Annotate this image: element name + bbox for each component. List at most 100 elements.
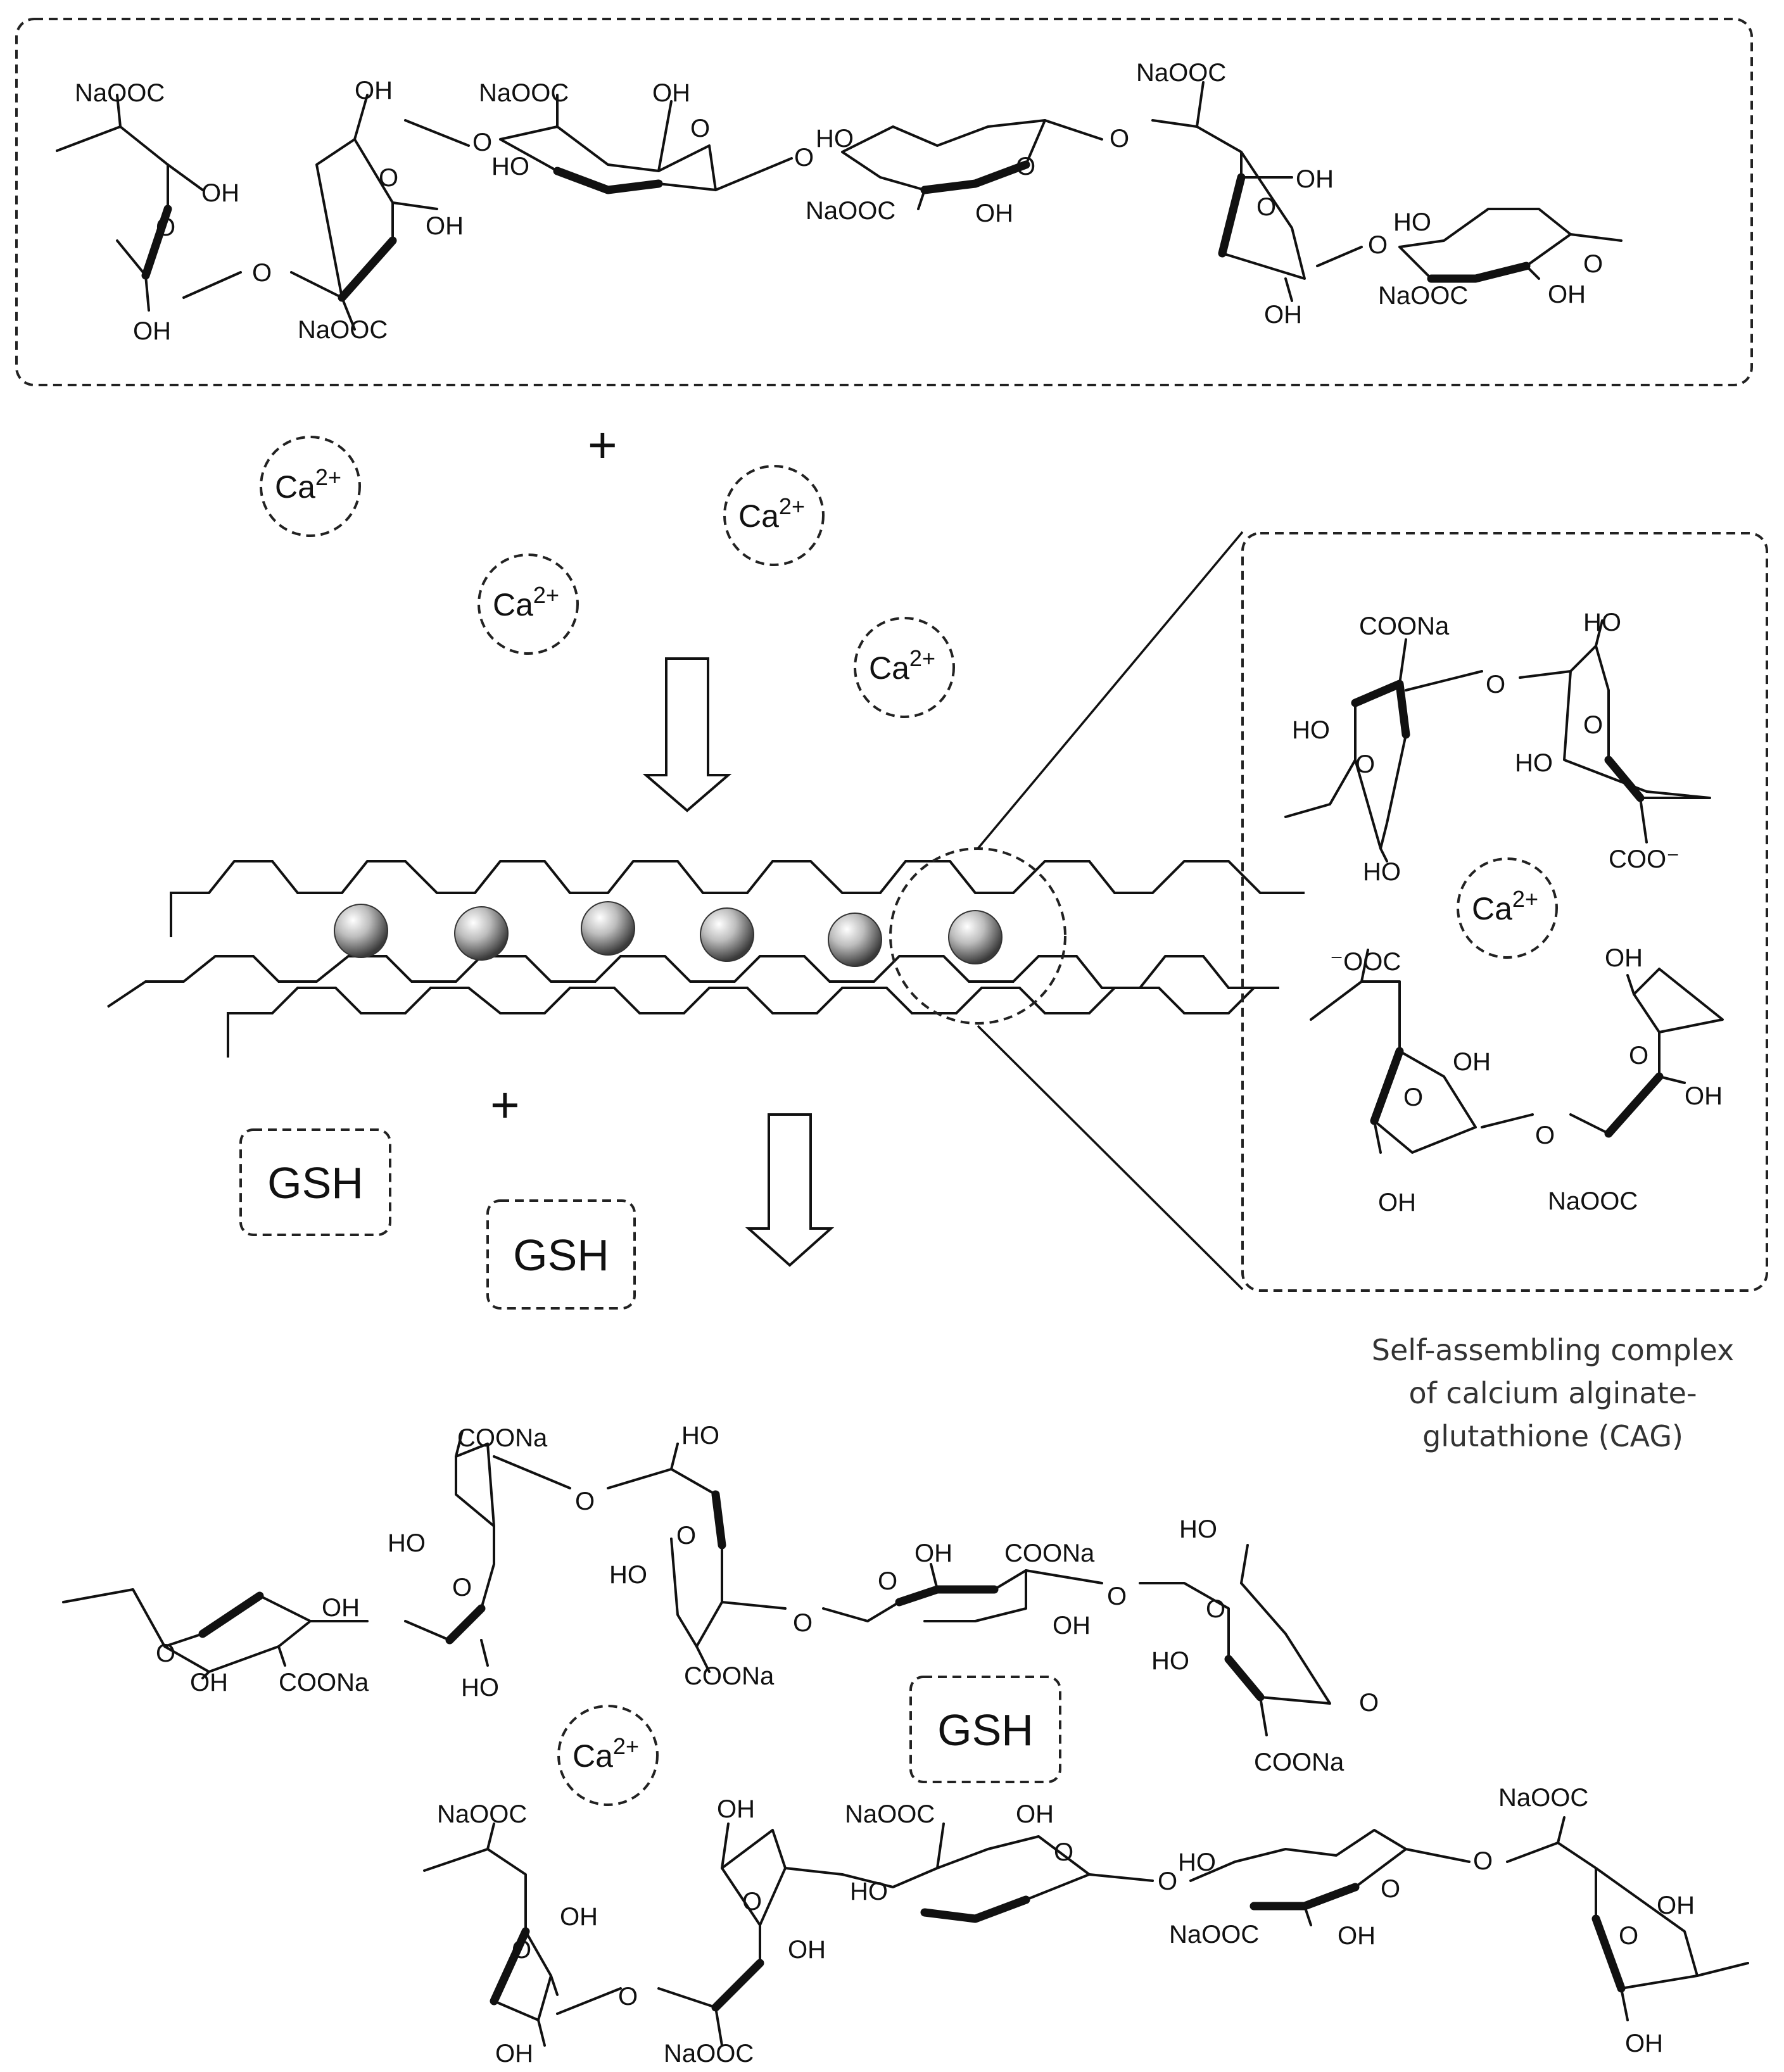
gsh-box-1: GSH: [239, 1128, 391, 1236]
ca-ion-3-ring: [478, 553, 579, 655]
ca-ball-5: [828, 913, 882, 967]
ca-ball-2: [454, 906, 509, 961]
inset-ca-ion: Ca2+: [1457, 857, 1558, 959]
inset-minus-ooc: ⁻OOC: [1330, 948, 1401, 976]
inset-oh-4: OH: [1685, 1082, 1723, 1110]
gsh-label-3: GSH: [937, 1705, 1034, 1755]
inset-o-3: O: [1403, 1083, 1423, 1111]
ca-ball-4: [700, 907, 754, 962]
bot-o-link-1: O: [575, 1488, 595, 1515]
top-oh-5: OH: [652, 79, 690, 107]
top-ho-1: HO: [491, 153, 529, 180]
svg-text:Ca2+: Ca2+: [1472, 886, 1538, 926]
top-o-4: O: [1016, 153, 1035, 180]
low-o-3: O: [1054, 1838, 1073, 1866]
top-naooc-3: NaOOC: [479, 79, 569, 107]
low-oh-8: OH: [1625, 2030, 1663, 2057]
low-o-link-3: O: [1473, 1847, 1493, 1875]
low-naooc-1: NaOOC: [437, 1800, 527, 1828]
bot-coona-4: COONa: [1254, 1748, 1344, 1776]
top-naooc-5: NaOOC: [1136, 59, 1226, 87]
inset-oh-2: OH: [1378, 1189, 1416, 1216]
top-oh-9: OH: [1548, 281, 1586, 308]
inset-o-link-2: O: [1535, 1121, 1555, 1149]
bot-ho-1: HO: [388, 1529, 426, 1557]
ca-ion-3-base: Ca: [493, 587, 533, 622]
bot-coona-3: COONa: [1004, 1539, 1095, 1567]
ca-ion-2-charge: 2+: [779, 493, 805, 519]
egg-box-chain-lower: [227, 987, 1279, 1058]
top-o-link-4: O: [1110, 125, 1129, 153]
inset-o-1: O: [1355, 750, 1375, 778]
ca-ion-3: Ca2+: [478, 553, 579, 655]
cag-inset-box: [1241, 532, 1768, 1292]
top-o-link-1: O: [252, 259, 272, 287]
top-o-3: O: [690, 115, 710, 142]
bot-o-1: O: [452, 1574, 472, 1601]
inset-ca-ion-ring: [1457, 857, 1558, 959]
ca-ion-4-charge: 2+: [909, 645, 935, 671]
ca-ion-4: Ca2+: [854, 617, 955, 718]
low-ho-1: HO: [850, 1878, 888, 1905]
inset-ca-ion-charge: 2+: [1512, 886, 1538, 912]
ca-ball-6: [948, 910, 1003, 964]
low-o-link-2: O: [1158, 1867, 1177, 1895]
inset-ho-1: HO: [1292, 716, 1330, 744]
top-oh-8: OH: [1264, 301, 1302, 329]
top-o-5: O: [1256, 193, 1276, 221]
reaction-arrow-2: [745, 1113, 835, 1267]
low-oh-2: OH: [495, 2040, 533, 2068]
inset-ca-ion-base: Ca: [1472, 891, 1512, 926]
ca-ion-2: Ca2+: [723, 465, 825, 566]
svg-text:Ca2+: Ca2+: [738, 493, 805, 534]
bot-oh-2: OH: [1053, 1612, 1091, 1639]
bot-oh-1: OH: [914, 1539, 952, 1567]
inset-ho-4: HO: [1515, 749, 1553, 777]
top-o-link-2: O: [472, 129, 492, 156]
ca-ion-4-ring: [854, 617, 955, 718]
cag-inset-structure: [1284, 619, 1724, 1154]
gsh-label-2: GSH: [513, 1230, 609, 1280]
low-ho-2: HO: [1178, 1848, 1216, 1876]
ca-ball-1: [334, 904, 388, 958]
gsh-label-1: GSH: [267, 1158, 364, 1208]
top-oh-1: OH: [201, 179, 239, 207]
gsh-box-3: GSH: [909, 1676, 1061, 1783]
top-oh-4: OH: [355, 77, 393, 104]
svg-text:Ca2+: Ca2+: [573, 1733, 639, 1774]
bot-o-5: O: [1359, 1689, 1379, 1717]
bot-coona-2: COONa: [684, 1662, 775, 1690]
low-naooc-2: NaOOC: [664, 2040, 754, 2068]
top-ho-2: HO: [816, 125, 854, 153]
ca-ion-5-base: Ca: [573, 1738, 613, 1774]
ca-ion-5-ring: [557, 1705, 659, 1806]
ca-ball-3: [581, 901, 635, 956]
bot-o-4: O: [1206, 1595, 1225, 1623]
ca-ion-4-base: Ca: [869, 650, 909, 686]
inset-coona-1: COONa: [1359, 612, 1450, 640]
low-oh-7: OH: [1657, 1892, 1695, 1919]
gsh-box-2-frame: [486, 1199, 636, 1310]
bot-o-link-2: O: [793, 1609, 813, 1637]
zoom-line-bottom: [977, 1025, 1244, 1291]
bot-o-2: O: [676, 1522, 696, 1550]
caption-line-3: glutathione (CAG): [1422, 1419, 1683, 1453]
inset-oh-1: OH: [1453, 1048, 1491, 1076]
bot-oh-3: OH: [322, 1594, 360, 1622]
ca-ion-2-base: Ca: [738, 498, 779, 534]
inset-oh-3: OH: [1605, 944, 1643, 972]
bot-coona-1: COONa: [457, 1424, 548, 1452]
top-naooc-4: NaOOC: [806, 197, 895, 225]
egg-box-chain-bottom: [106, 955, 1267, 1008]
bot-oh-4: OH: [190, 1669, 228, 1696]
inset-o-2: O: [1583, 711, 1603, 739]
top-o-link-5: O: [1368, 231, 1388, 259]
low-oh-5: OH: [1016, 1800, 1054, 1828]
low-oh-6: OH: [1338, 1922, 1376, 1950]
svg-text:Ca2+: Ca2+: [493, 582, 559, 622]
egg-box-chain-top: [170, 860, 1305, 937]
cag-lower-chain: [423, 1816, 1749, 2047]
cag-upper-chain: [62, 1430, 1331, 1736]
